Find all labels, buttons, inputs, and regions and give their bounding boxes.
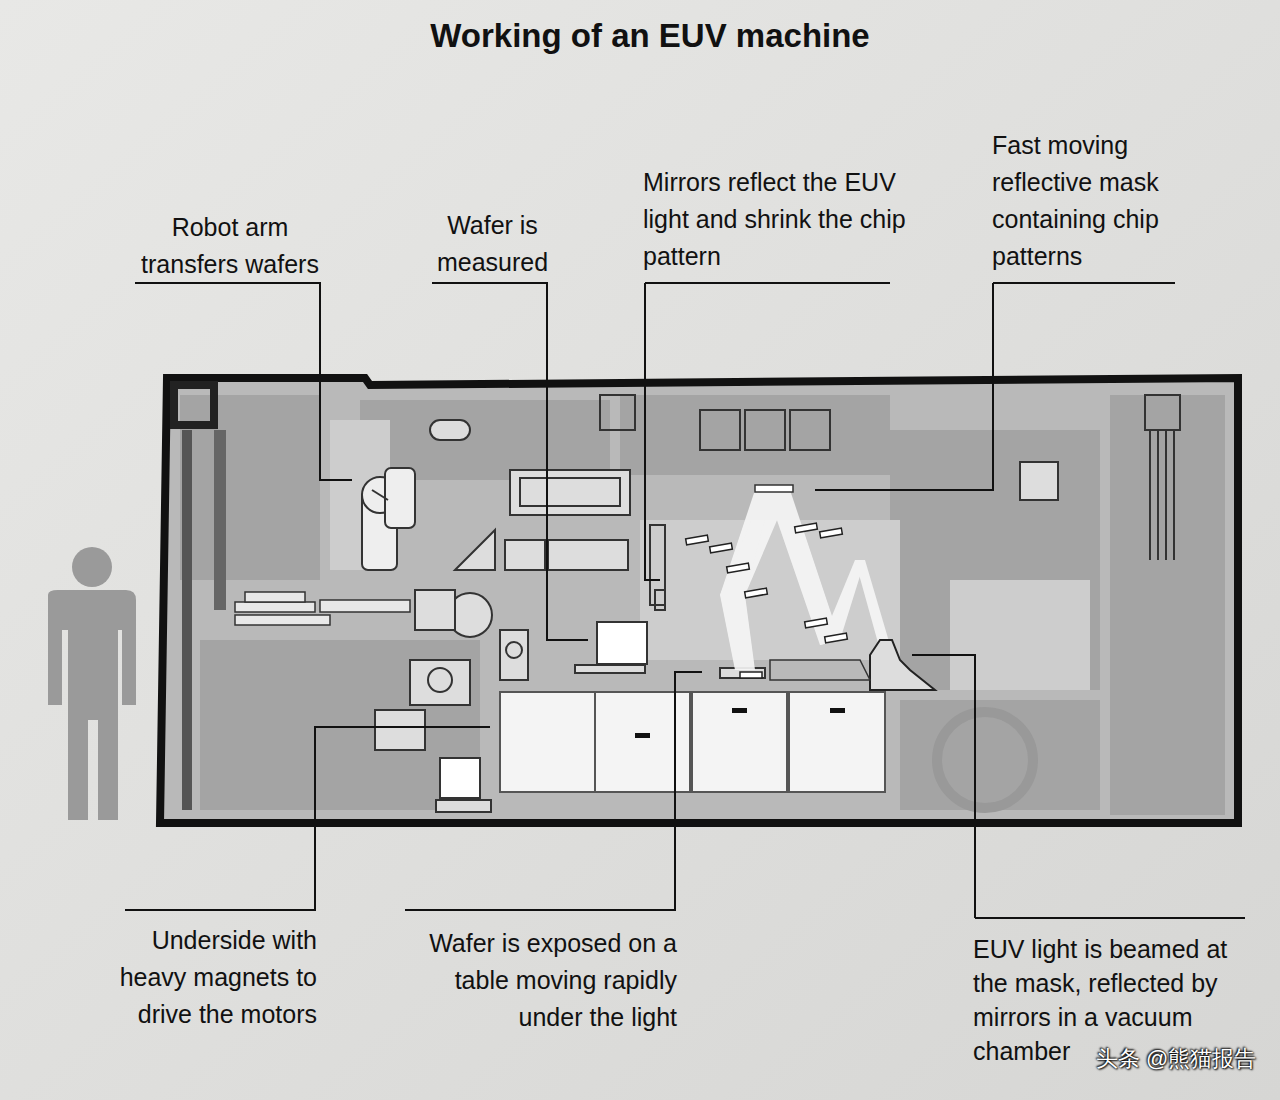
callout-label: Underside with heavy magnets to drive th… <box>85 922 317 1033</box>
watermark: 头条 @熊猫报告 <box>1096 1046 1256 1072</box>
callout-label: Wafer is exposed on a table moving rapid… <box>385 925 677 1036</box>
callout-label: Robot arm transfers wafers <box>125 209 335 283</box>
diagram-title: Working of an EUV machine <box>300 14 1000 58</box>
callout-label: Wafer is measured <box>420 207 565 281</box>
callout-label: Mirrors reflect the EUV light and shrink… <box>643 164 908 275</box>
callout-label: Fast moving reflective mask containing c… <box>992 127 1197 275</box>
